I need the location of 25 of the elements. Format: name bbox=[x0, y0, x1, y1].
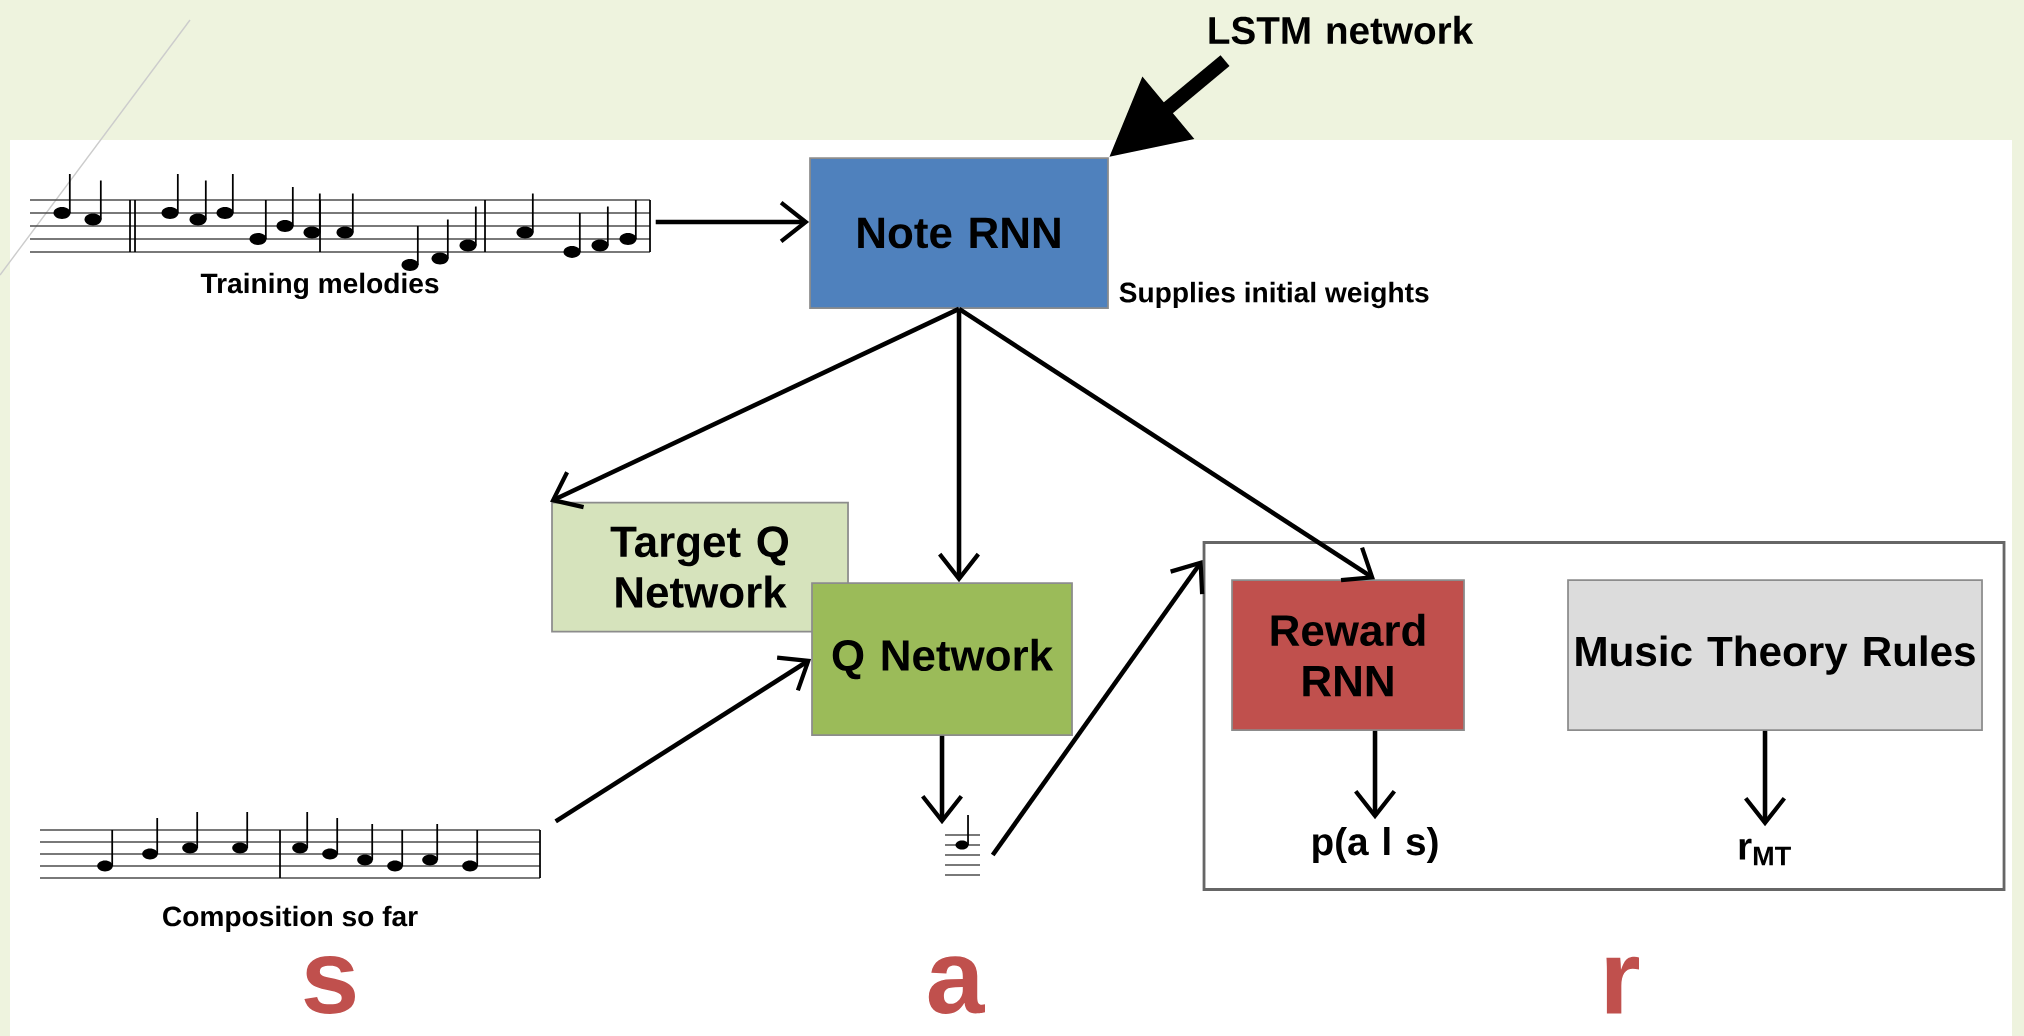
arrow bbox=[550, 306, 960, 510]
arrow bbox=[1354, 730, 1396, 820]
sheet-music-drawing bbox=[39, 811, 541, 879]
note-drawing bbox=[944, 814, 981, 876]
process-box: Music Theory Rules bbox=[1567, 579, 1983, 731]
arrow bbox=[938, 308, 980, 583]
arrow bbox=[655, 201, 810, 243]
arrow bbox=[957, 306, 1376, 583]
callout-text: LSTM network bbox=[1209, 15, 1474, 45]
arrow bbox=[554, 655, 812, 824]
variable-letter: r bbox=[1606, 956, 1639, 1014]
caption-text: Composition so far bbox=[163, 905, 418, 932]
process-box: Reward RNN bbox=[1231, 579, 1465, 731]
process-box: Target Q Network bbox=[551, 501, 849, 633]
process-box: Note RNN bbox=[809, 157, 1109, 309]
arrow bbox=[921, 735, 963, 825]
arrow bbox=[990, 560, 1205, 857]
caption-text: Supplies initial weights bbox=[1119, 281, 1429, 309]
output-text: p(a l s) bbox=[1313, 827, 1438, 863]
variable-letter: a bbox=[928, 956, 985, 1014]
caption-text: Training melodies bbox=[200, 272, 439, 300]
sheet-music-drawing bbox=[29, 173, 651, 271]
process-box: Q Network bbox=[811, 582, 1073, 736]
arrow bbox=[1744, 730, 1786, 827]
output-text: r$_{MT}$ bbox=[1739, 838, 1791, 866]
